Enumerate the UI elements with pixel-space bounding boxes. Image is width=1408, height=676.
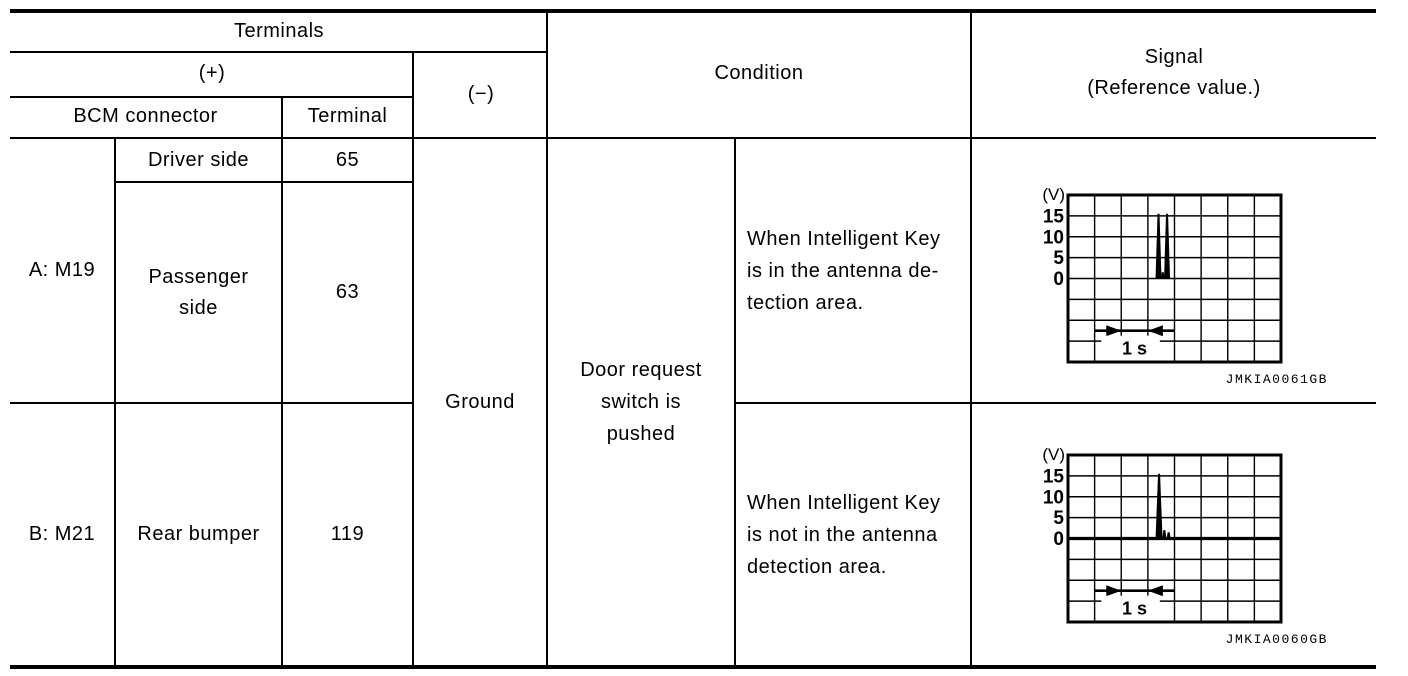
- rule-header-bottom: [10, 137, 1376, 139]
- y-axis-unit-label: (V): [1042, 185, 1065, 204]
- table-top-border: [10, 9, 1376, 13]
- rear-terminal-cell: 119: [330, 523, 365, 545]
- ground-cell: Ground: [445, 390, 515, 413]
- driver-terminal-cell: 65: [335, 148, 360, 171]
- bcm-connector-header: BCM connector: [73, 105, 218, 127]
- signal-header-line2: (Reference value.): [1087, 77, 1261, 99]
- time-scale-label: 1 s: [1122, 339, 1147, 359]
- signal-header: Signal (Reference value.): [972, 9, 1376, 137]
- rule-mid-right: [734, 402, 1376, 404]
- condition-in-area-cell: When Intelligent Key is in the antenna d…: [736, 139, 970, 402]
- terminal-header: Terminal: [307, 105, 388, 127]
- signal-header-line1: Signal: [1144, 46, 1204, 68]
- rule-minus-col: [412, 51, 414, 667]
- table-bottom-border: [10, 665, 1376, 669]
- rule-under-terminals: [10, 51, 548, 53]
- rule-under-plus: [10, 96, 414, 98]
- rule-connector-col: [114, 137, 116, 667]
- rule-under-driver-row: [114, 181, 414, 183]
- terminals-header: Terminals: [233, 19, 325, 42]
- connector-b-cell: B: M21: [28, 523, 96, 545]
- rear-bumper-cell: Rear bumper: [137, 523, 260, 545]
- rule-condition-sub: [734, 137, 736, 667]
- minus-header: (−): [467, 82, 495, 105]
- rule-signal-left: [970, 9, 972, 667]
- rule-mid-left: [10, 402, 414, 404]
- condition-not-in-area-line3: detection area.: [747, 555, 887, 578]
- condition-not-in-area-line1: When Intelligent Key: [747, 491, 941, 514]
- condition-not-in-area-cell: When Intelligent Key is not in the anten…: [736, 404, 970, 665]
- driver-side-cell: Driver side: [147, 148, 250, 171]
- y-axis-tick-label: 15: [1043, 466, 1065, 487]
- passenger-terminal-cell: 63: [335, 281, 360, 303]
- condition-main-line1: Door request: [580, 359, 702, 381]
- condition-in-area-line3: tection area.: [747, 291, 864, 314]
- y-axis-unit-label: (V): [1042, 445, 1065, 464]
- passenger-side-line2: side: [179, 296, 218, 319]
- connector-a-cell: A: M19: [28, 259, 96, 281]
- y-axis-tick-label: 10: [1043, 227, 1064, 248]
- condition-in-area-line2: is in the antenna de-: [747, 259, 939, 282]
- rule-terminal-col: [281, 96, 283, 667]
- passenger-side-cell: Passenger side: [116, 183, 281, 402]
- plus-header: (+): [198, 62, 226, 84]
- passenger-side-line1: Passenger: [148, 265, 249, 288]
- condition-header: Condition: [714, 61, 804, 84]
- time-scale-label: 1 s: [1122, 599, 1147, 619]
- y-axis-tick-label: 15: [1043, 206, 1065, 227]
- condition-in-area-line1: When Intelligent Key: [747, 227, 941, 250]
- condition-not-in-area-line2: is not in the antenna: [747, 523, 938, 546]
- y-axis-tick-label: 10: [1043, 487, 1064, 508]
- rule-condition-left: [546, 9, 548, 667]
- figure-id-label: JMKIA0061GB: [1226, 372, 1328, 387]
- condition-main-line2: switch is: [600, 391, 682, 413]
- y-axis-tick-label: 5: [1053, 248, 1064, 269]
- y-axis-tick-label: 5: [1053, 508, 1064, 529]
- y-axis-tick-label: 0: [1053, 269, 1064, 290]
- y-axis-tick-label: 0: [1053, 529, 1064, 550]
- figure-id-label: JMKIA0060GB: [1226, 632, 1328, 647]
- condition-main-line3: pushed: [606, 423, 676, 445]
- condition-main-cell: Door request switch is pushed: [548, 139, 734, 665]
